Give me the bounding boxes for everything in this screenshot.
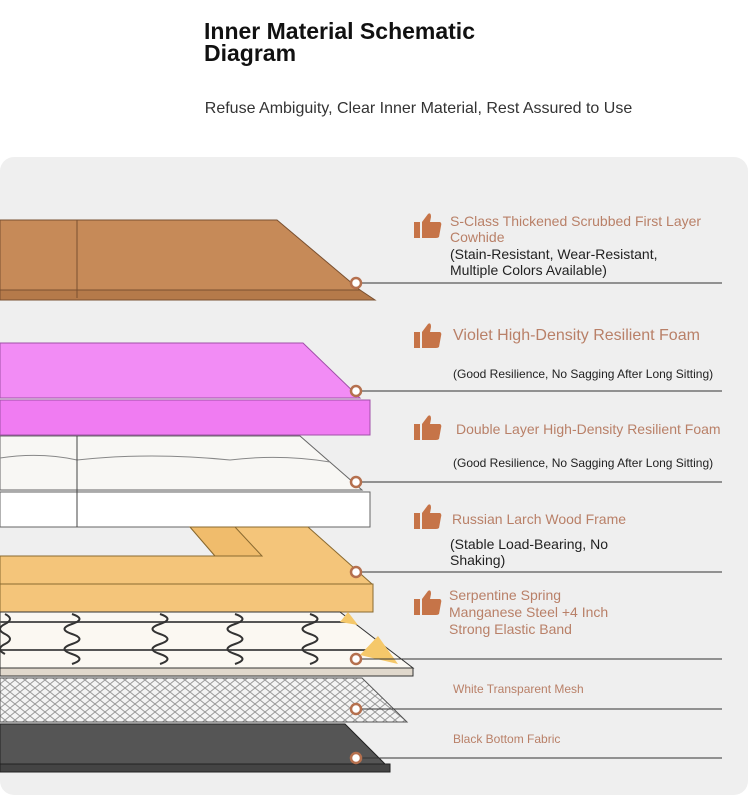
thumbs-up-icon bbox=[414, 415, 442, 440]
label-frame-desc: (Stable Load-Bearing, No Shaking) bbox=[450, 536, 608, 568]
label-mesh-title: White Transparent Mesh bbox=[453, 682, 584, 696]
thumbs-up-icons bbox=[414, 213, 442, 615]
layer-cowhide bbox=[0, 219, 377, 301]
thumbs-up-icon bbox=[414, 590, 442, 615]
label-double-foam-title: Double Layer High-Density Resilient Foam bbox=[456, 421, 721, 437]
label-cowhide-title: S-Class Thickened Scrubbed First Layer C… bbox=[450, 213, 702, 245]
layer-violet-foam bbox=[0, 342, 371, 436]
leader-lines bbox=[356, 282, 722, 759]
thumbs-up-icon bbox=[414, 213, 442, 238]
label-black-title: Black Bottom Fabric bbox=[453, 732, 561, 746]
label-violet-title: Violet High-Density Resilient Foam bbox=[453, 327, 700, 344]
thumbs-up-icon bbox=[414, 323, 442, 348]
layer-black-fabric bbox=[0, 723, 391, 773]
layer-wood-frame bbox=[0, 526, 374, 613]
label-spring-title: Serpentine Spring Manganese Steel +4 Inc… bbox=[449, 587, 609, 637]
marker-dots bbox=[349, 276, 363, 765]
subtitle: Refuse Ambiguity, Clear Inner Material, … bbox=[204, 100, 633, 117]
layer-springs bbox=[0, 611, 415, 677]
label-cowhide-desc: (Stain-Resistant, Wear-Resistant, Multip… bbox=[450, 246, 658, 278]
label-double-foam-desc: (Good Resilience, No Sagging After Long … bbox=[453, 456, 714, 470]
layer-white-foam bbox=[0, 435, 371, 528]
thumbs-up-icon bbox=[414, 504, 442, 529]
layer-mesh bbox=[0, 677, 409, 723]
page-title: Inner Material Schematic Diagram bbox=[204, 18, 475, 66]
label-violet-desc: (Good Resilience, No Sagging After Long … bbox=[453, 367, 714, 381]
label-frame-title: Russian Larch Wood Frame bbox=[452, 511, 627, 527]
